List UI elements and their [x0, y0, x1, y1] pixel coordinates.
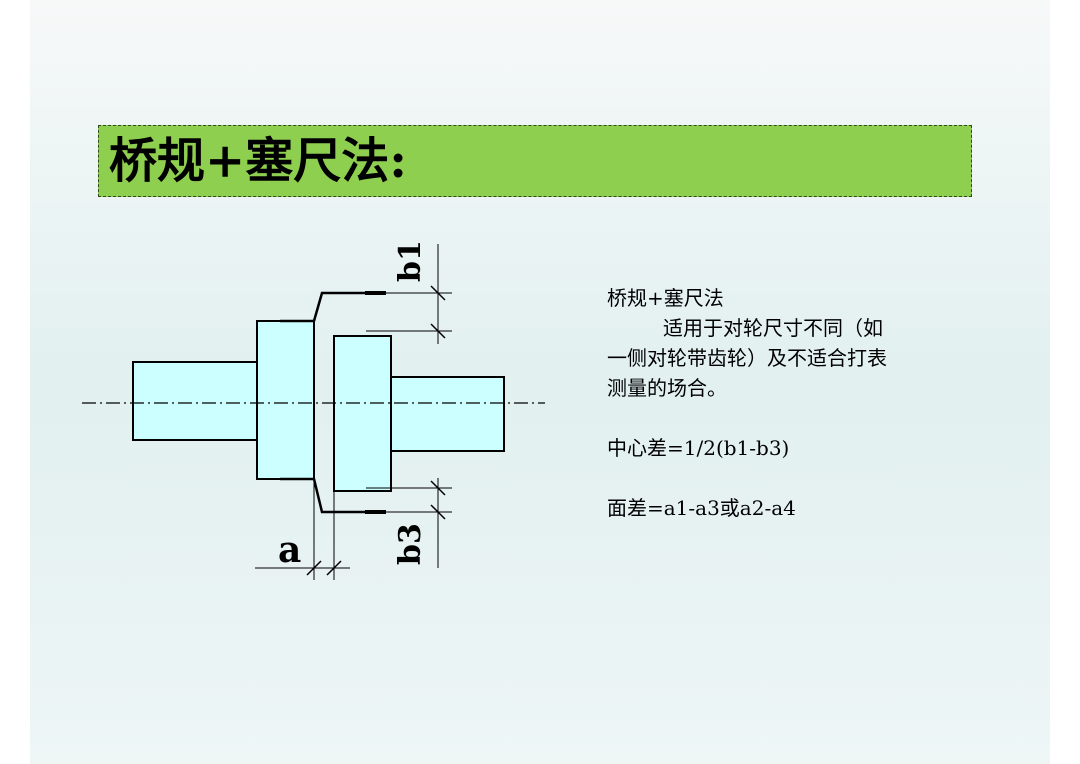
b3-label: b3 [393, 523, 428, 565]
description-heading: 桥规+塞尺法 [607, 286, 724, 310]
title-bar: 桥规+塞尺法: [98, 125, 972, 197]
b1-label: b1 [393, 240, 428, 282]
a-tick-left [306, 560, 322, 576]
bridge-gauge-bottom [280, 477, 385, 514]
right-hub [333, 335, 392, 492]
description-line-3: 测量的场合。 [607, 376, 727, 400]
a-tick-right [326, 560, 342, 576]
description-line-2: 一侧对轮带齿轮）及不适合打表 [607, 346, 887, 370]
description-line-1: 适用于对轮尺寸不同（如 [663, 316, 883, 340]
bridge-gauge-top [280, 291, 385, 323]
left-hub [256, 320, 315, 480]
spacer [607, 463, 987, 493]
slide-title: 桥规+塞尺法: [109, 133, 407, 189]
description-block: 桥规+塞尺法 适用于对轮尺寸不同（如 一侧对轮带齿轮）及不适合打表 测量的场合。… [607, 283, 987, 523]
b3-tick-top [430, 480, 446, 496]
a-label: a [278, 529, 301, 571]
left-shaft [132, 361, 258, 441]
b1-tick-bottom [430, 323, 446, 339]
b3-tick-bottom [430, 504, 446, 520]
spacer [607, 403, 987, 433]
b1-tick-top [430, 285, 446, 301]
face-difference-formula: 面差=a1-a3或a2-a4 [607, 496, 796, 520]
center-difference-formula: 中心差=1/2(b1-b3) [607, 436, 790, 460]
right-shaft [390, 376, 505, 452]
